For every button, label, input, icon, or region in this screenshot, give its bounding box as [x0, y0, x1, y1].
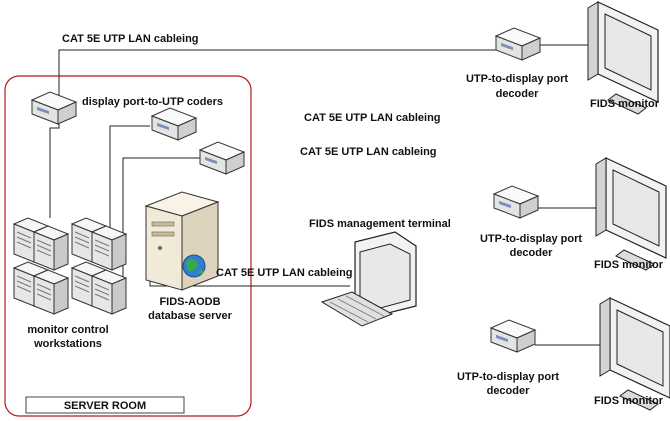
- decoder-bot-label-1: UTP-to-display port: [457, 371, 559, 383]
- decoder-top-label-1: UTP-to-display port: [466, 73, 568, 85]
- db-server-label-1: FIDS-AODB: [159, 296, 220, 308]
- coder-1-icon: [31, 91, 77, 125]
- decoder-mid-label-1: UTP-to-display port: [480, 233, 582, 245]
- cable-lower-label: CAT 5E UTP LAN cableing: [300, 146, 437, 158]
- db-server-label-2: database server: [148, 310, 232, 322]
- server-room-label-box: [25, 396, 185, 414]
- globe-icon: [182, 254, 206, 278]
- workstations-label-1: monitor control: [27, 324, 108, 336]
- cable-terminal-label: CAT 5E UTP LAN cableing: [216, 267, 353, 279]
- cable-mid-label: CAT 5E UTP LAN cableing: [304, 112, 441, 124]
- decoder-mid-label-2: decoder: [510, 247, 554, 259]
- server-room-label: SERVER ROOM: [64, 400, 146, 412]
- database-server-icon: [144, 191, 220, 291]
- monitor-mid-label: FIDS monitor: [594, 259, 664, 271]
- coders-label: display port-to-UTP coders: [82, 96, 223, 108]
- server-room-boundary: [4, 75, 252, 417]
- decoder-bot-icon: [490, 319, 536, 353]
- fids-management-terminal-icon: [320, 231, 417, 327]
- cable-top-label: CAT 5E UTP LAN cableing: [62, 33, 199, 45]
- workstations-label-2: workstations: [33, 338, 102, 350]
- monitor-top-label: FIDS monitor: [590, 98, 660, 110]
- cable-mid-wire: [109, 125, 150, 230]
- mgmt-terminal-label: FIDS management terminal: [309, 218, 451, 230]
- monitor-control-workstations-icon: [13, 217, 127, 315]
- decoder-top-label-2: decoder: [496, 88, 540, 100]
- coder-3-icon: [199, 141, 245, 175]
- fids-monitor-bot-icon: [599, 297, 670, 411]
- monitor-bot-label: FIDS monitor: [594, 395, 664, 407]
- cable-top-wire: [49, 49, 497, 218]
- fids-monitor-mid-icon: [595, 157, 667, 271]
- decoder-top-icon: [495, 27, 541, 61]
- decoder-mid-icon: [493, 185, 539, 219]
- decoder-bot-label-2: decoder: [487, 385, 531, 397]
- coder-2-icon: [151, 107, 197, 141]
